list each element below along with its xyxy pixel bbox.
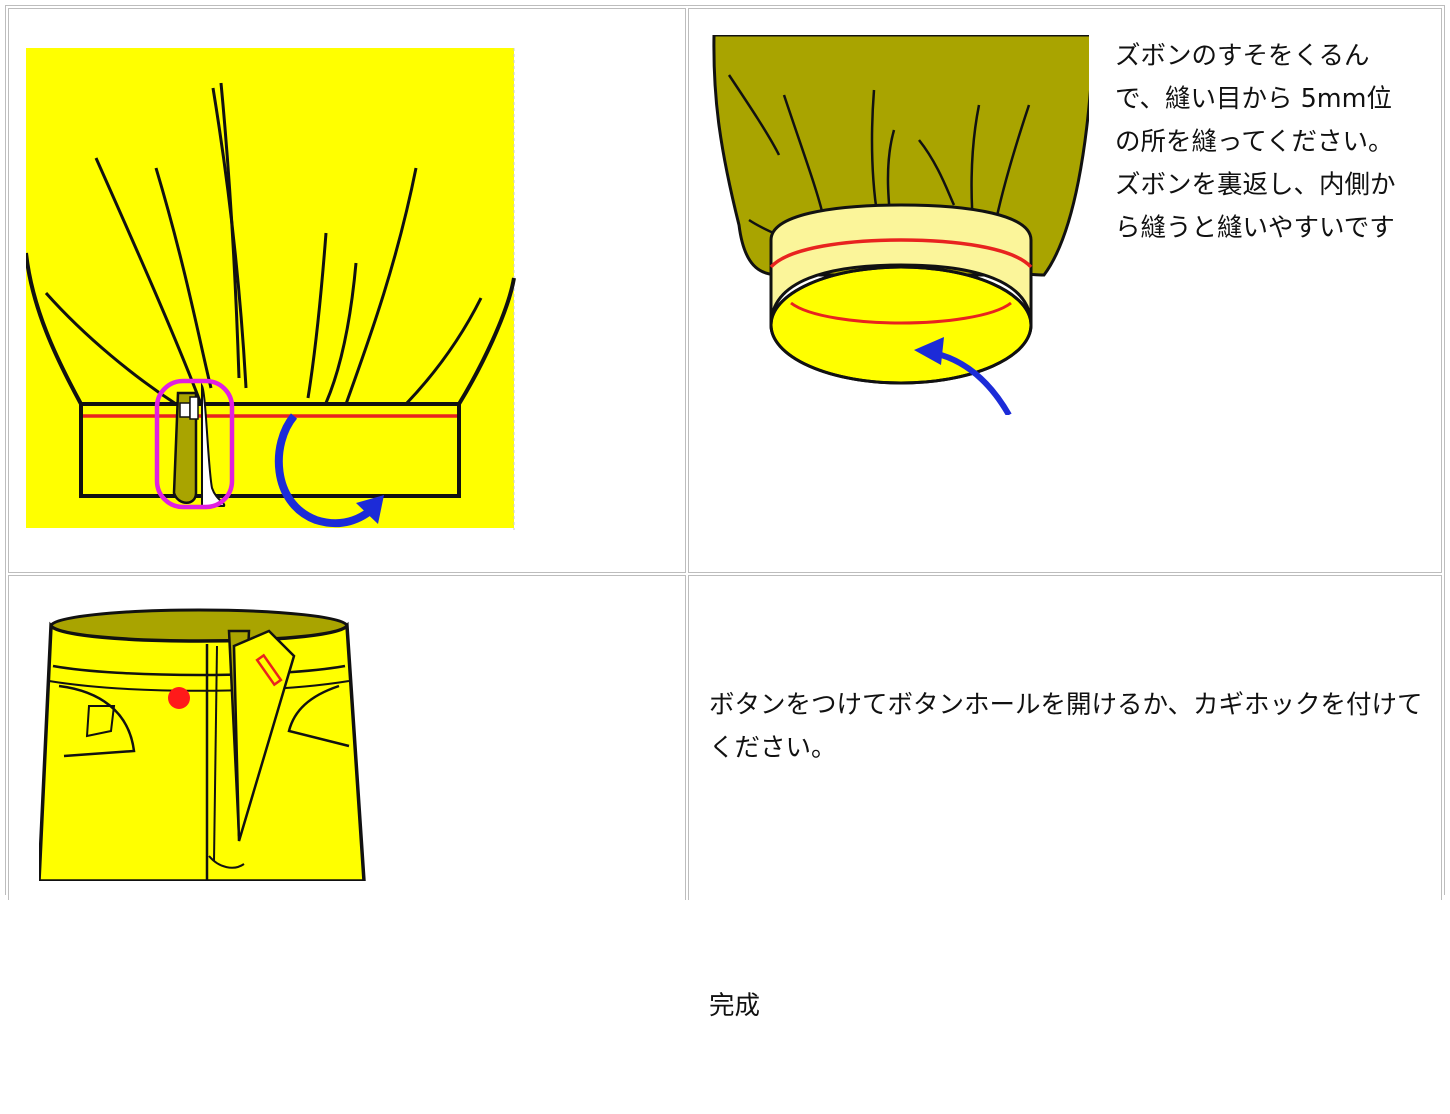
step-cell-finish: ボタンをつけてボタンホールを開けるか、カギホックを付けてください。 完成 <box>688 575 1442 1021</box>
step-cell-cuff: ズボンのすそをくるんで、縫い目から 5mm位の所を縫ってください。 ズボンを裏返… <box>688 8 1442 573</box>
hem-fold-illustration <box>26 48 516 530</box>
arrow-head <box>914 337 944 365</box>
arrow-head <box>356 495 384 524</box>
cuff-stitch-inner <box>790 301 1012 325</box>
cuff-illustration <box>712 35 1089 415</box>
cuff-stitch-outer <box>769 238 1033 269</box>
step-cell-trousers <box>8 575 686 900</box>
button <box>168 687 190 709</box>
complete-label: 完成 <box>709 991 761 1021</box>
trousers-illustration <box>39 608 366 881</box>
inside-arrow <box>933 350 1012 415</box>
step-cell-hem-fold <box>8 8 686 573</box>
white-fold <box>201 382 226 507</box>
instruction-table: ズボンのすそをくるんで、縫い目から 5mm位の所を縫ってください。 ズボンを裏返… <box>5 5 1445 1021</box>
button-instruction-text: ボタンをつけてボタンホールを開けるか、カギホックを付けてください。 <box>709 690 1423 763</box>
fold-arrow <box>274 413 379 528</box>
highlight-circle <box>154 378 235 510</box>
right-pocket <box>287 684 350 748</box>
buttonhole <box>255 653 283 687</box>
cuff-instruction-text: ズボンのすそをくるんで、縫い目から 5mm位の所を縫ってください。 ズボンを裏返… <box>1115 41 1396 243</box>
lining-fold <box>172 391 198 504</box>
finish-text-block: ボタンをつけてボタンホールを開けるか、カギホックを付けてください。 完成 <box>709 598 1429 1114</box>
hem-band <box>79 402 461 498</box>
fly-flap <box>232 629 296 842</box>
